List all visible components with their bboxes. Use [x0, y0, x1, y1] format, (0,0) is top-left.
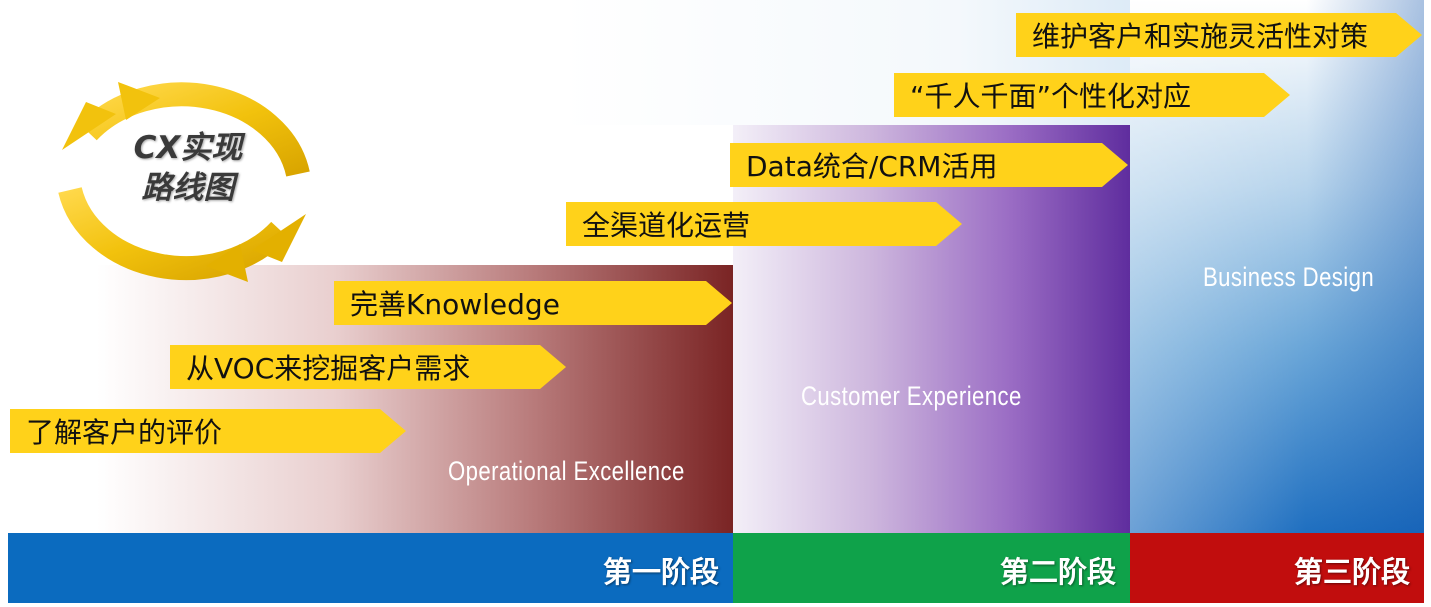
stage-2-background — [733, 125, 1130, 533]
initiative-label: Data统合/CRM活用 — [746, 150, 998, 183]
initiative-arrow-4: 全渠道化运营 — [566, 202, 962, 246]
initiative-arrow-3: 完善Knowledge — [334, 281, 732, 325]
phase-bar-1: 第一阶段 — [8, 533, 733, 603]
phase-label-1: 第一阶段 — [602, 555, 719, 589]
initiative-arrow-5: Data统合/CRM活用 — [730, 143, 1128, 187]
initiative-label: 从VOC来挖掘客户需求 — [186, 352, 471, 385]
cycle-title-line-2: 路线图 — [141, 170, 235, 206]
cycle-arrows-icon — [58, 82, 310, 282]
cycle-title: CX实现 路线图 — [118, 128, 258, 208]
initiative-arrow-2: 从VOC来挖掘客户需求 — [170, 345, 566, 389]
initiative-arrow-7: 维护客户和实施灵活性对策 — [1016, 13, 1422, 57]
stage-label-business-design: Business Design — [1203, 262, 1375, 292]
initiative-label: 维护客户和实施灵活性对策 — [1032, 20, 1369, 53]
phase-bar-3: 第三阶段 — [1130, 533, 1424, 603]
initiative-label: 全渠道化运营 — [582, 209, 751, 242]
phase-label-3: 第三阶段 — [1293, 555, 1410, 589]
cycle-title-line-1: CX实现 — [133, 130, 243, 166]
initiative-label: 了解客户的评价 — [26, 416, 223, 449]
initiative-label: 完善Knowledge — [350, 288, 560, 321]
phase-bar-2: 第二阶段 — [733, 533, 1130, 603]
initiative-label: “千人千面”个性化对应 — [910, 80, 1192, 113]
initiative-arrow-6: “千人千面”个性化对应 — [894, 73, 1290, 117]
stage-label-customer-experience: Customer Experience — [801, 381, 1022, 411]
stage-label-operational-excellence: Operational Excellence — [448, 456, 685, 486]
phase-label-2: 第二阶段 — [999, 555, 1116, 589]
initiative-arrow-1: 了解客户的评价 — [10, 409, 406, 453]
